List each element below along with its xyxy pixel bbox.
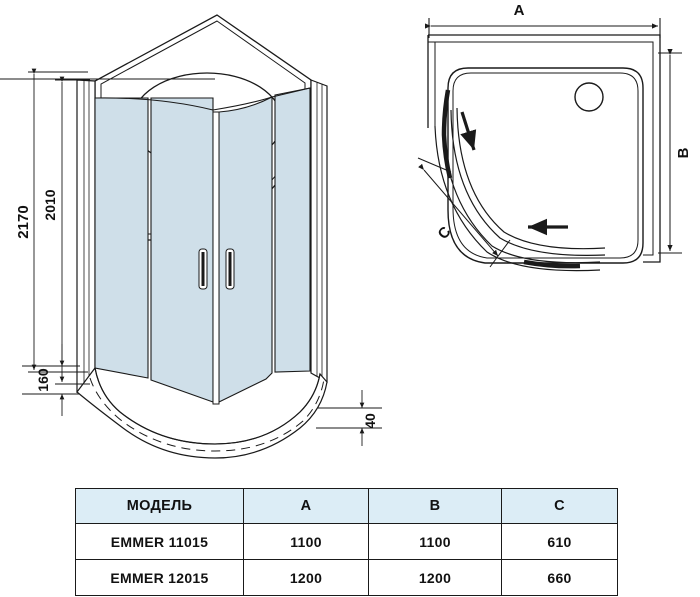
shower-tray-base [76, 366, 328, 459]
cell-a: 1100 [243, 523, 369, 560]
top-plan-view: A B C [417, 2, 692, 272]
dimension-label-2170: 2170 [15, 205, 32, 238]
drain-hole-circle [574, 82, 604, 112]
dimension-tray-offset: 40 [316, 390, 382, 446]
cell-b: 1100 [368, 523, 502, 560]
dimension-width-a: A [425, 2, 661, 38]
dimension-label-b: B [675, 147, 692, 158]
dimension-label-160: 160 [35, 368, 51, 392]
header-c: C [501, 488, 618, 524]
dimension-depth-b: B [658, 49, 692, 254]
header-b: B [368, 488, 502, 524]
front-isometric-view: 2170 2010 160 40 [0, 14, 382, 459]
dimension-total-height: 2170 [15, 68, 88, 373]
dimension-cabin-height: 2010 [42, 76, 90, 385]
cell-c: 660 [501, 559, 618, 596]
header-a: A [243, 488, 369, 524]
header-model: МОДЕЛЬ [75, 488, 244, 524]
table-row: EMMER 11015 1100 1100 610 [75, 523, 618, 560]
dimension-tray-height: 160 [22, 344, 80, 416]
specification-table: МОДЕЛЬ A B C EMMER 11015 1100 1100 610 E… [75, 488, 618, 596]
dimension-label-2010: 2010 [42, 189, 58, 220]
plan-wall-frame [427, 34, 661, 263]
cabin-left-post [76, 79, 96, 393]
table-row: EMMER 12015 1200 1200 660 [75, 559, 618, 596]
table-header-row: МОДЕЛЬ A B C [75, 488, 618, 524]
specification-table-wrap: МОДЕЛЬ A B C EMMER 11015 1100 1100 610 E… [75, 488, 618, 596]
dimension-label-a: A [514, 2, 525, 19]
glass-panel-right-fixed [274, 87, 311, 373]
glass-panel-left-fixed [94, 97, 149, 379]
cabin-right-post [310, 79, 328, 384]
glass-door-right [218, 96, 273, 403]
dimension-label-40: 40 [362, 413, 378, 429]
door-handle-right[interactable] [225, 248, 235, 290]
door-handle-left[interactable] [198, 248, 208, 290]
plan-shower-tray [447, 67, 644, 264]
cell-model: EMMER 12015 [75, 559, 244, 596]
cell-b: 1200 [368, 559, 502, 596]
cell-a: 1200 [243, 559, 369, 596]
cell-c: 610 [501, 523, 618, 560]
door-center-mullion [212, 111, 220, 405]
cell-model: EMMER 11015 [75, 523, 244, 560]
